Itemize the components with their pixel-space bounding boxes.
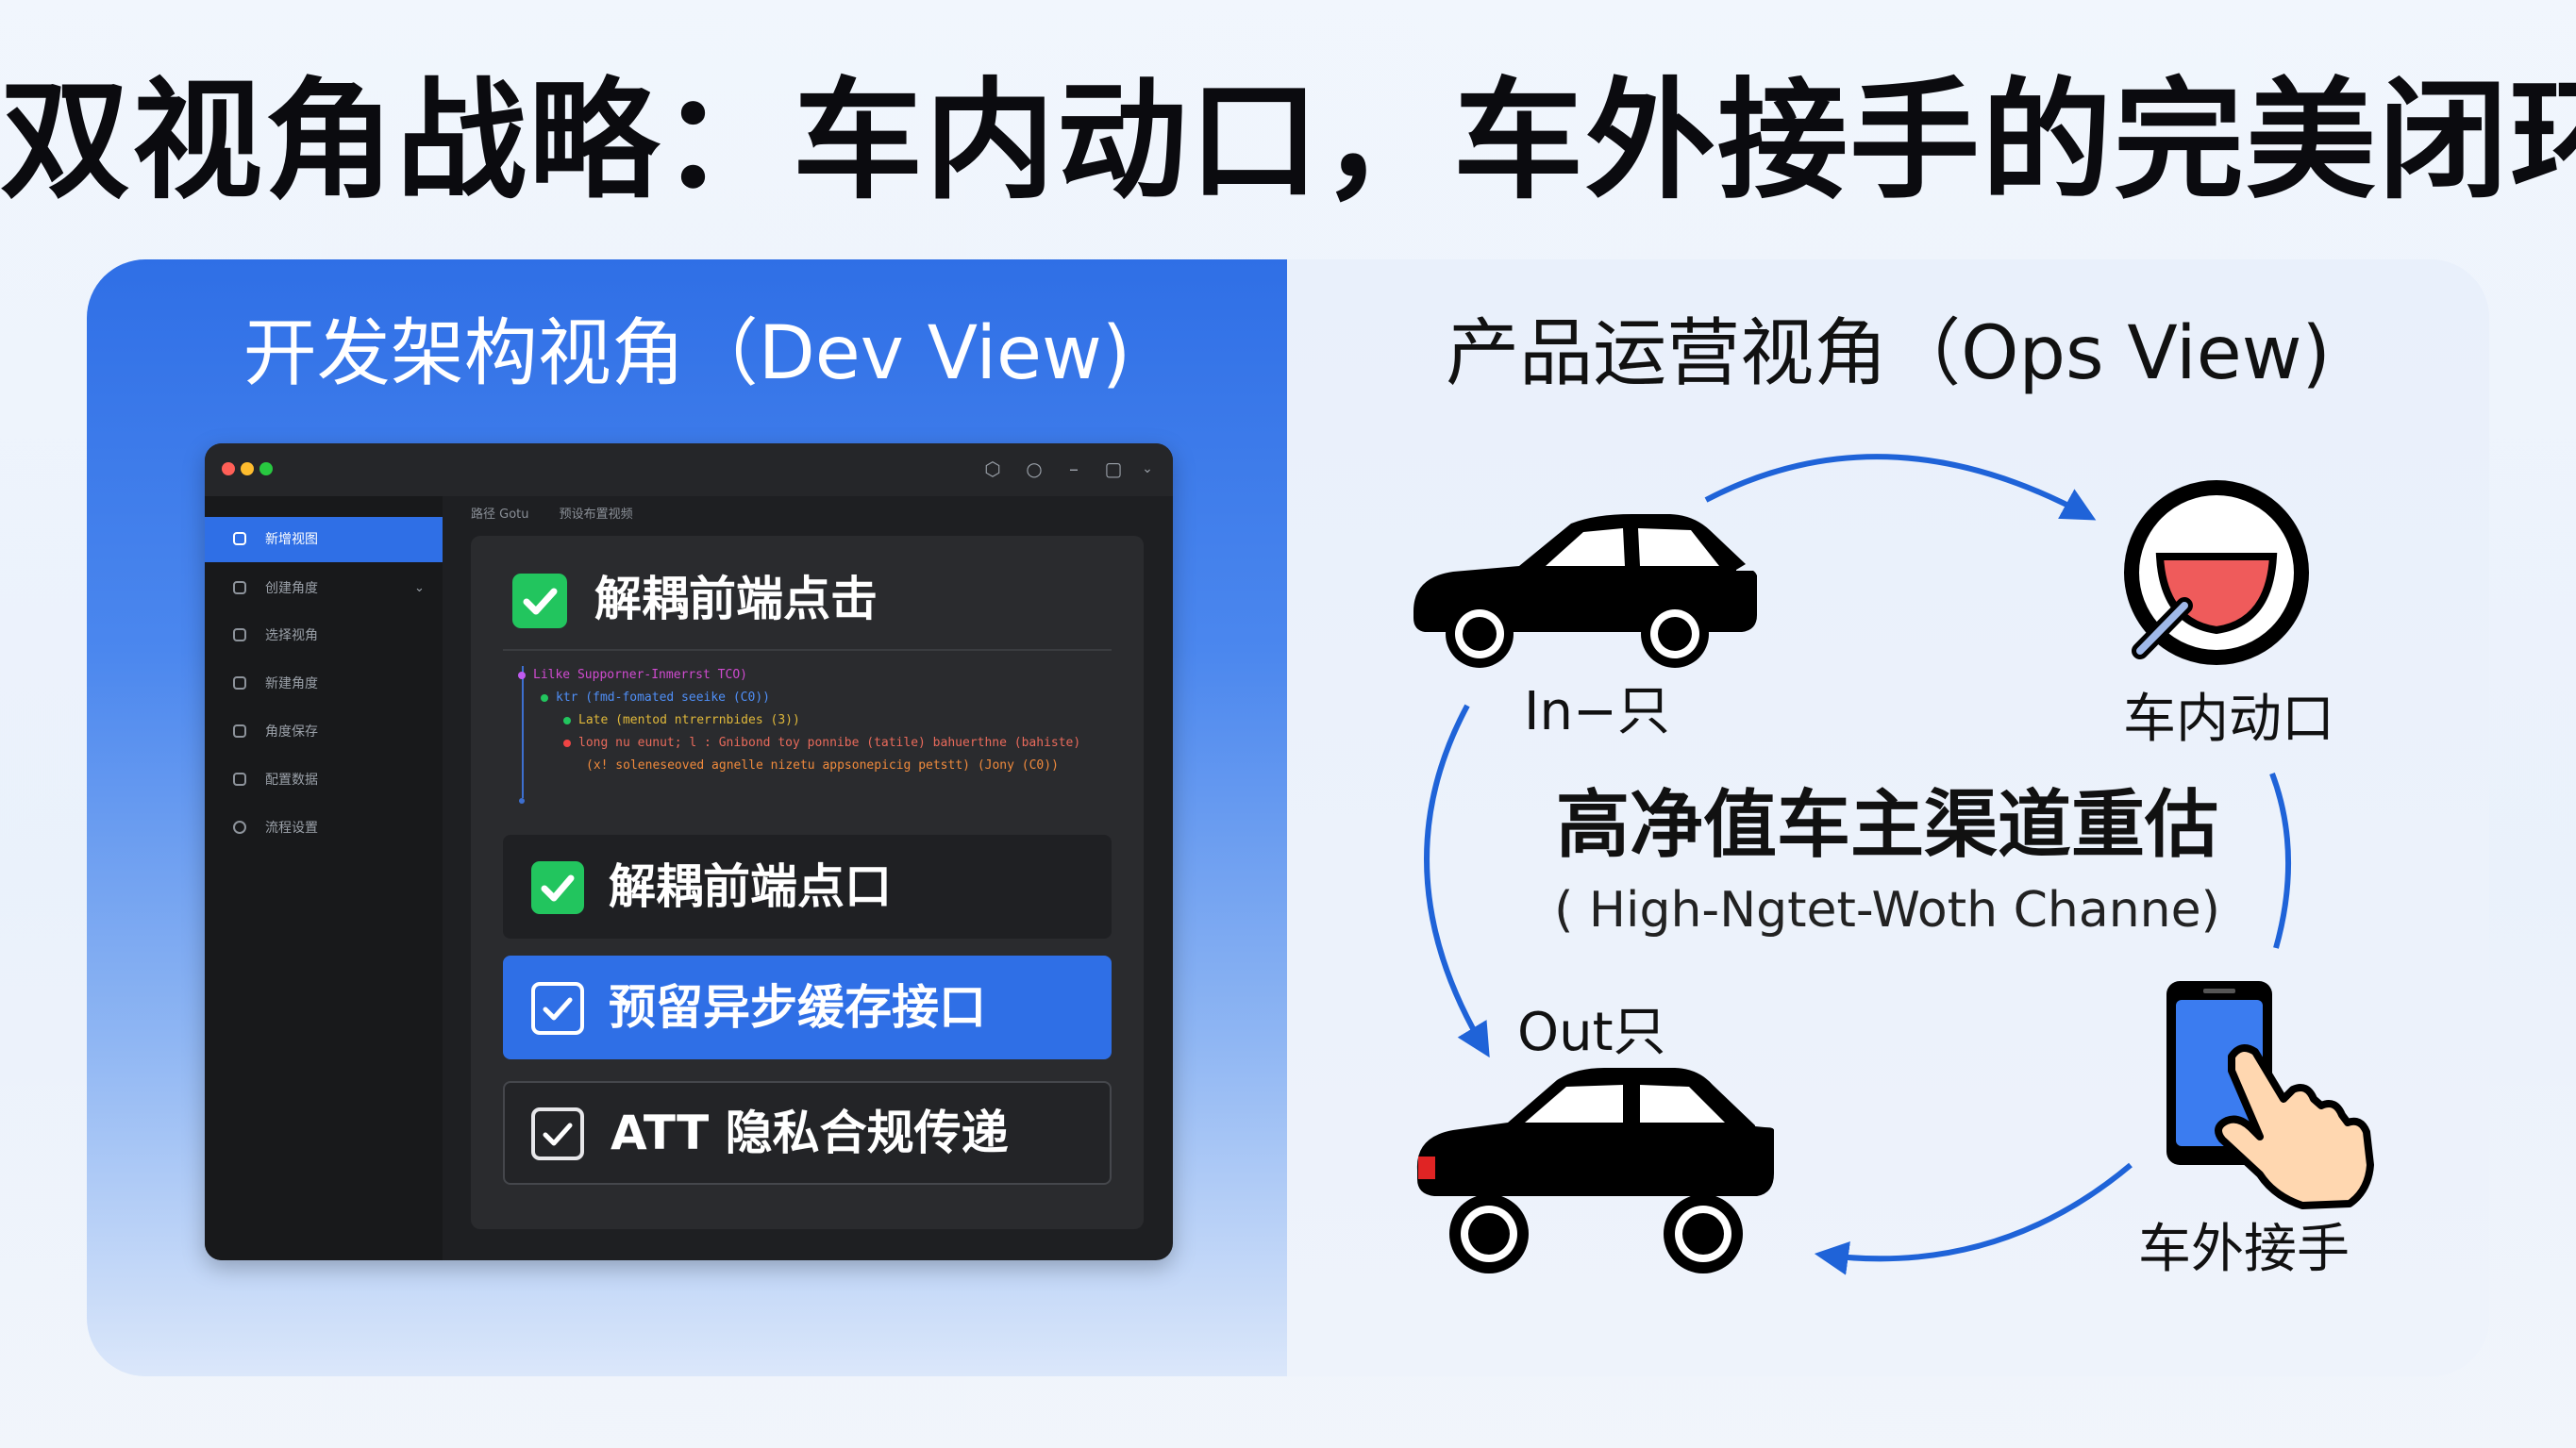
check-icon — [543, 997, 573, 1021]
task-row[interactable]: 解耦前端点口 — [503, 835, 1112, 939]
cycle-arrow — [1704, 454, 2097, 521]
breadcrumb-item[interactable]: 路径 Gotu — [471, 508, 529, 522]
history-icon — [233, 724, 246, 738]
phone-tap-icon — [2166, 981, 2374, 1209]
ops-view-heading: 产品运营视角（Ops View) — [1446, 311, 2331, 396]
sidebar-item[interactable]: 创建角度 ⌄ — [205, 566, 443, 611]
database-icon — [233, 773, 246, 786]
task-row[interactable]: ATT 隐私合规传递 — [503, 1081, 1112, 1185]
sidebar-item[interactable]: 流程设置 — [205, 806, 443, 851]
file-icon — [233, 581, 246, 594]
task-label: ATT 隐私合规传递 — [611, 1106, 1009, 1160]
minimize-icon[interactable]: – — [1069, 458, 1079, 480]
task-label: 预留异步缓存接口 — [609, 980, 986, 1035]
ide-titlebar: ⬡ ○ – ▢ ⌄ — [205, 443, 1173, 496]
divider — [503, 649, 1112, 651]
code-line: long nu eunut; l : Gnibond toy ponnibe (… — [578, 736, 1081, 750]
code-dot — [518, 672, 526, 679]
gear-icon — [233, 821, 246, 834]
checkbox-checked[interactable] — [531, 982, 584, 1035]
task-row-selected[interactable]: 预留异步缓存接口 — [503, 956, 1112, 1059]
code-dot — [563, 740, 571, 747]
sidebar-item-label: 角度保存 — [265, 724, 318, 740]
chevron-down-icon: ⌄ — [414, 581, 425, 595]
checkbox-checked[interactable] — [512, 574, 567, 628]
window-minimize-button[interactable] — [241, 462, 254, 475]
sidebar-item[interactable]: 新建角度 — [205, 661, 443, 707]
restore-icon[interactable]: ▢ — [1104, 458, 1123, 480]
car-icon — [1413, 514, 1757, 668]
sidebar-item-label: 配置数据 — [265, 773, 318, 788]
center-title: 高净值车主渠道重估 — [1555, 783, 2218, 868]
sidebar-item-label: 选择视角 — [265, 628, 318, 643]
sidebar-item[interactable]: 配置数据 — [205, 757, 443, 803]
breadcrumb-item[interactable]: 预设布置视频 — [559, 508, 633, 522]
check-icon — [523, 588, 558, 615]
sidebar-item-label: 流程设置 — [265, 821, 318, 836]
settings-icon[interactable]: ⬡ — [984, 458, 1001, 480]
code-dot — [519, 798, 525, 804]
ide-sidebar: 新增视图 创建角度 ⌄ 选择视角 新建角度 角度保存 — [205, 496, 443, 1260]
car-icon — [1416, 1068, 1774, 1273]
task-label: 解耦前端点口 — [609, 859, 892, 914]
task-label: 解耦前端点击 — [594, 572, 878, 626]
node-label-out: Out只 — [1517, 1002, 1666, 1063]
file-icon — [233, 676, 246, 690]
code-rail — [522, 666, 524, 798]
cycle-arrow — [1424, 704, 1490, 1058]
dev-view-panel: 开发架构视角（Dev View) ⬡ ○ – ▢ ⌄ 新增视图 创建角度 — [87, 259, 1287, 1376]
checkbox-checked[interactable] — [531, 861, 584, 914]
editor-content: 解耦前端点击 Lilke Supporner-Inmerrst TCO) ktr… — [471, 536, 1144, 1229]
file-icon — [233, 628, 246, 641]
cycle-arrow — [2269, 772, 2291, 949]
code-line: (x! soleneseoved agnelle nizetu appsonep… — [586, 758, 1059, 773]
code-line: Lilke Supporner-Inmerrst TCO) — [533, 668, 747, 682]
code-line: Late (mentod ntrerrnbides (3)) — [578, 713, 800, 727]
mouth-icon — [2124, 480, 2309, 665]
notification-icon[interactable]: ○ — [1026, 458, 1043, 480]
page-title: 双视角战略：车内动口，车外接手的完美闭环 — [0, 65, 2576, 217]
center-subtitle: ( High-Ngtet-Woth Channe) — [1554, 882, 2220, 939]
sidebar-item[interactable]: 角度保存 — [205, 709, 443, 755]
ide-window: ⬡ ○ – ▢ ⌄ 新增视图 创建角度 ⌄ 选择视角 — [205, 443, 1173, 1260]
code-dot — [563, 717, 571, 724]
sidebar-item[interactable]: 选择视角 — [205, 613, 443, 658]
sidebar-item[interactable]: 新增视图 — [205, 517, 443, 562]
home-icon — [233, 532, 246, 545]
code-dot — [541, 694, 548, 702]
chevron-down-icon[interactable]: ⌄ — [1142, 461, 1153, 476]
dev-view-heading: 开发架构视角（Dev View) — [243, 311, 1131, 396]
check-icon — [541, 874, 575, 902]
sidebar-item-label: 新增视图 — [265, 532, 318, 547]
sidebar-item-label: 新建角度 — [265, 676, 318, 691]
breadcrumb: 路径 Gotu 预设布置视频 — [471, 504, 660, 522]
node-label-in-car-mouth: 车内动口 — [2123, 689, 2334, 750]
cycle-arrow — [1814, 1162, 2133, 1275]
sidebar-item-label: 创建角度 — [265, 581, 318, 596]
node-label-in: In−只 — [1524, 681, 1670, 742]
window-maximize-button[interactable] — [259, 462, 273, 475]
check-icon — [543, 1123, 573, 1146]
node-label-out-car-hand: 车外接手 — [2138, 1219, 2350, 1280]
code-line: ktr (fmd-fomated seeike (C0)) — [556, 691, 770, 705]
checkbox-checked[interactable] — [531, 1107, 584, 1160]
window-close-button[interactable] — [222, 462, 235, 475]
